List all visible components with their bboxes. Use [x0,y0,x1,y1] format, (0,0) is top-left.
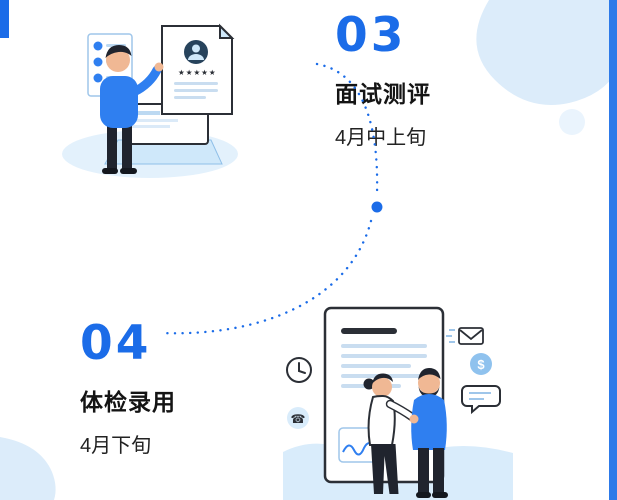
envelope-icon [446,327,484,345]
svg-text:☎: ☎ [291,412,306,426]
woman-figure [363,373,417,494]
dollar-coin-icon: $ [470,353,492,375]
handshake-hands [409,414,419,424]
decorative-blob-top-right [476,0,617,105]
interview-illustration: ★★★★★ [62,23,238,178]
decorative-blob-bottom-left [0,437,56,500]
phone-icon: ☎ [287,407,309,429]
step-4-number: 04 [80,316,152,371]
decorative-dot-right [559,109,585,135]
step-4-title: 体检录用 [80,389,176,415]
svg-text:$: $ [477,357,485,372]
left-edge-accent-bar [0,0,9,38]
step-4-hire: 04 体检录用 4月下旬 [80,318,176,458]
star-rating-icon: ★★★★★ [178,68,217,77]
step-3-interview: 03 面试测评 4月中上旬 [335,10,431,150]
chat-bubble-icon [461,385,501,415]
right-edge-accent-bar [609,0,617,500]
recruiter-figure [100,45,164,174]
resume-sheet: ★★★★★ [161,23,235,115]
step-3-title: 面试测评 [335,81,431,107]
clock-icon [286,357,312,383]
step-3-date: 4月中上旬 [335,127,427,149]
man-figure [409,368,448,498]
step-3-number: 03 [335,8,407,63]
step-4-date: 4月下旬 [80,435,152,457]
handshake-illustration: ☎ $ [283,306,513,500]
